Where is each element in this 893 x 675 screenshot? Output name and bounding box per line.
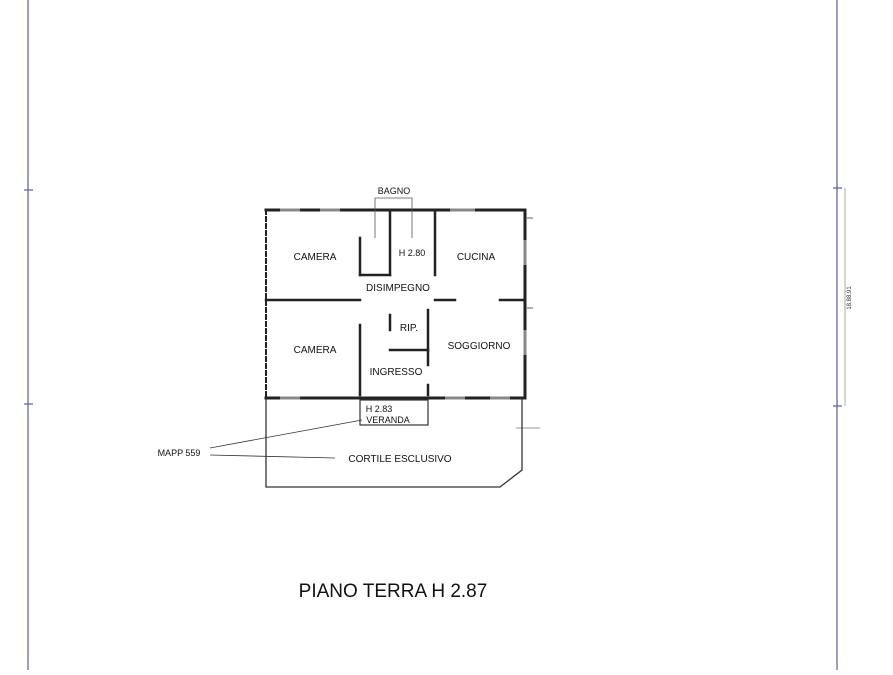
sheet-frame <box>24 0 846 670</box>
mapp-leader-cortile <box>209 454 336 459</box>
bagno-bracket <box>374 197 413 203</box>
dimension-label: 18.88.91 <box>847 286 853 310</box>
room-label-bagno-height: H 2.80 <box>399 248 426 258</box>
interior-walls <box>264 210 527 397</box>
veranda-box <box>359 399 429 426</box>
plan-title: PIANO TERRA H 2.87 <box>299 581 488 602</box>
room-label-bagno: BAGNO <box>378 186 411 196</box>
mapp-leaders <box>209 419 363 459</box>
mapp-leader-veranda <box>209 419 363 449</box>
room-label-rip: RIP. <box>400 323 418 334</box>
cortile-boundary <box>265 398 523 488</box>
cortile-outline <box>265 217 540 488</box>
room-label-camera-bottom: CAMERA <box>294 345 337 356</box>
room-label-soggiorno: SOGGIORNO <box>448 341 511 352</box>
room-label-cucina: CUCINA <box>457 252 496 263</box>
bagno-leader <box>374 197 413 238</box>
room-label-cortile: CORTILE ESCLUSIVO <box>348 454 451 465</box>
room-label-camera-top: CAMERA <box>294 252 337 263</box>
room-label-ingresso: INGRESSO <box>370 367 423 378</box>
room-label-veranda-height: H 2.83 <box>366 404 393 414</box>
room-label-disimpegno: DISIMPEGNO <box>366 283 430 294</box>
mapp-label: MAPP 559 <box>158 448 201 458</box>
veranda-outline <box>359 399 429 426</box>
room-label-veranda: VERANDA <box>366 415 410 425</box>
windows <box>280 208 527 400</box>
